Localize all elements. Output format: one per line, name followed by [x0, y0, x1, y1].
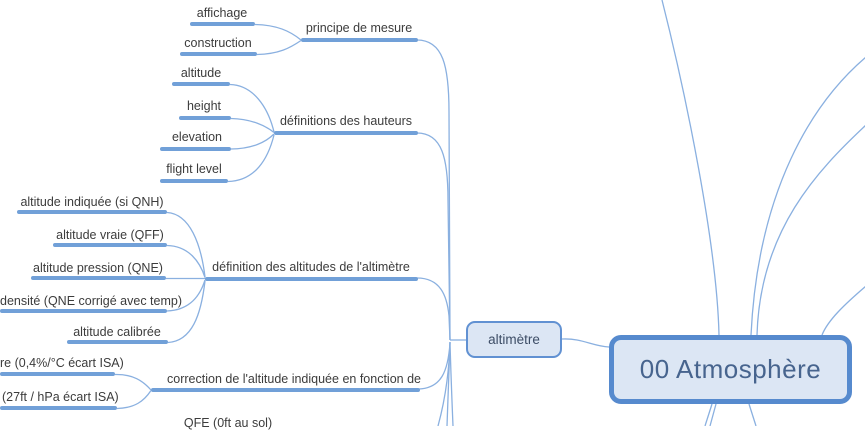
edge-root-bottom-2 — [709, 403, 717, 426]
underline-altitude-calibree — [67, 340, 168, 344]
edge-affichage — [254, 23, 302, 41]
edge-root-bottom-3 — [748, 403, 757, 426]
underline-principe-de-mesure — [301, 38, 418, 42]
underline-definitions-hauteurs — [274, 131, 418, 135]
edge-construction — [256, 39, 302, 56]
edge-altitude-calibree — [167, 280, 206, 344]
node-altitude-pression[interactable]: altitude pression (QNE) — [33, 261, 163, 275]
node-qfe[interactable]: QFE (0ft au sol) — [183, 416, 273, 430]
node-root-atmosphere[interactable]: 00 Atmosphère — [609, 335, 852, 404]
edge-below-2 — [446, 341, 451, 426]
node-altitude-densite[interactable]: densité (QNE corrigé avec temp) — [0, 294, 183, 308]
edge-height — [230, 117, 275, 134]
underline-altitude-densite — [0, 309, 167, 313]
underline-flight-level — [160, 179, 228, 183]
edge-elevation — [230, 133, 275, 150]
node-construction[interactable]: construction — [184, 36, 252, 50]
node-altitude[interactable]: altitude — [180, 66, 222, 80]
edge-altitude-vraie — [166, 244, 206, 278]
edge-definitions-to-altimetre — [416, 132, 451, 341]
underline-construction — [180, 52, 257, 56]
node-altimetre[interactable]: altimètre — [466, 321, 562, 358]
node-height[interactable]: height — [186, 99, 222, 113]
edge-temperature-correction — [114, 373, 152, 391]
underline-altitude — [172, 82, 230, 86]
edge-altitude-indiquee — [166, 211, 206, 278]
edge-below-3 — [449, 341, 454, 426]
underline-altitude-indiquee — [17, 210, 167, 214]
edge-altitude — [229, 83, 275, 133]
underline-height — [179, 116, 231, 120]
edge-root-right-2 — [756, 125, 865, 336]
node-altitude-calibree[interactable]: altitude calibrée — [73, 325, 161, 339]
node-correction-altitude[interactable]: correction de l'altitude indiquée en fon… — [167, 372, 421, 386]
underline-correction-altitude — [151, 388, 420, 392]
node-principe-de-mesure[interactable]: principe de mesure — [305, 21, 413, 35]
underline-affichage — [190, 22, 255, 26]
edge-altimetre-to-root — [561, 338, 610, 348]
node-elevation[interactable]: elevation — [171, 130, 223, 144]
edge-principe-to-altimetre — [416, 39, 451, 341]
node-flight-level[interactable]: flight level — [166, 162, 222, 176]
node-definition-altitudes[interactable]: définition des altitudes de l'altimètre — [212, 260, 410, 274]
underline-elevation — [160, 147, 231, 151]
edge-flight-level — [227, 134, 275, 183]
edge-root-top-long — [661, 0, 720, 336]
node-altitude-vraie[interactable]: altitude vraie (QFF) — [56, 228, 164, 242]
edge-altitudes-to-altimetre — [416, 277, 451, 341]
node-altitude-indiquee[interactable]: altitude indiquée (si QNH) — [20, 195, 164, 209]
edge-root-bottom-1 — [704, 403, 713, 426]
node-correction-pression[interactable]: (27ft / hPa écart ISA) — [2, 390, 119, 404]
underline-altitude-vraie — [53, 243, 167, 247]
underline-definition-altitudes — [205, 277, 418, 281]
node-affichage[interactable]: affichage — [196, 6, 248, 20]
underline-altitude-pression — [31, 276, 166, 280]
edge-below-1 — [437, 341, 451, 426]
edge-pression-correction — [116, 390, 152, 410]
underline-correction-temperature — [0, 372, 115, 376]
edge-correction-to-altimetre — [418, 342, 451, 390]
edge-root-right-3 — [821, 286, 865, 336]
node-correction-temperature[interactable]: re (0,4%/°C écart ISA) — [0, 356, 124, 370]
edge-root-right-1 — [750, 57, 865, 336]
node-definitions-hauteurs[interactable]: définitions des hauteurs — [279, 114, 413, 128]
underline-correction-pression — [0, 406, 117, 410]
